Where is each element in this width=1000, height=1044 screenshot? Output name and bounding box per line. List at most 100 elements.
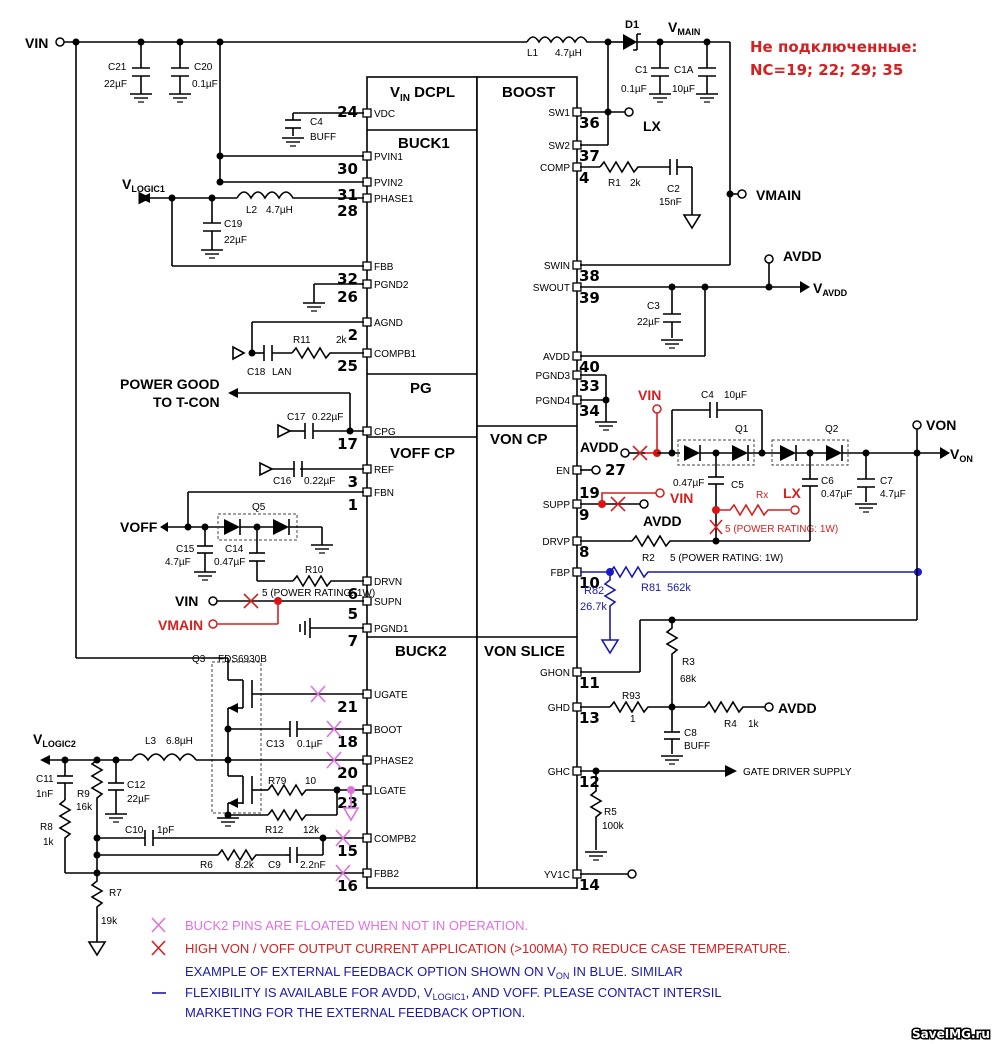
l1-value: 4.7µH (555, 48, 582, 59)
pin-number: 15 (337, 842, 358, 860)
pin-name: GHD (548, 703, 570, 714)
pin-name: PVIN2 (374, 178, 403, 189)
c20-ref: C20 (194, 62, 213, 73)
pin-name: COMPB1 (374, 349, 417, 360)
pin-name: FBB2 (374, 869, 399, 880)
pin-number: 19 (579, 484, 600, 502)
c14-value: 0.47µF (214, 557, 245, 568)
supp-avdd-terminal[interactable] (639, 499, 649, 509)
r11-ref: R11 (293, 335, 311, 346)
nc-note-line1: Не подключенные: (750, 38, 917, 56)
supn-vmain-terminal[interactable] (208, 619, 218, 629)
pin-number: 33 (579, 377, 600, 395)
pin-pad[interactable] (362, 576, 372, 586)
pin-pad[interactable] (362, 279, 372, 289)
vin-rail: VIN C21 22µF C20 0.1µF C4 (25, 35, 527, 659)
pin-pad[interactable] (362, 108, 372, 118)
pin-pad[interactable] (362, 868, 372, 878)
pin-pad[interactable] (362, 348, 372, 358)
avdd-terminal[interactable] (764, 254, 774, 264)
pin-name: SWIN (544, 261, 570, 272)
pin-pad[interactable] (362, 487, 372, 497)
c12-ref: C12 (127, 780, 146, 791)
pin-pad[interactable] (572, 465, 582, 475)
legend-red-text: HIGH VON / VOFF OUTPUT CURRENT APPLICATI… (185, 941, 790, 956)
pin-pad[interactable] (362, 623, 372, 633)
c17-ref: C17 (287, 412, 306, 423)
pin-pad[interactable] (362, 833, 372, 843)
pin-number: 18 (337, 733, 358, 751)
von-cp-avdd-label: AVDD (580, 439, 619, 455)
pin-pad[interactable] (362, 317, 372, 327)
supn-vin-label: VIN (175, 593, 198, 609)
pin-number: 23 (337, 794, 358, 812)
pin-pad[interactable] (362, 755, 372, 765)
von-label: VON (926, 417, 956, 433)
pin-pad[interactable] (362, 261, 372, 271)
c19-value: 22µF (224, 235, 247, 246)
c9-ref: C9 (268, 860, 281, 871)
buck1-output: VLOGIC1 L2 4.7µH C19 22µF R11 2k C18 LAN (122, 176, 364, 378)
pin-pad[interactable] (362, 464, 372, 474)
supn-vin-terminal[interactable] (208, 596, 218, 606)
pin-pad[interactable] (362, 785, 372, 795)
rx-lx-terminal[interactable] (790, 505, 800, 515)
pin-name: GHON (540, 668, 570, 679)
l3-value: 6.8µH (166, 736, 193, 747)
lx-label: LX (643, 118, 662, 134)
pin-pad[interactable] (362, 724, 372, 734)
c5-ref: C5 (731, 480, 744, 491)
c12-value: 22µF (127, 794, 150, 805)
en-terminal[interactable] (591, 465, 601, 475)
von-cp-avdd-terminal[interactable] (620, 448, 630, 458)
von-terminal[interactable] (912, 420, 922, 430)
r8-ref: R8 (40, 822, 53, 833)
pin-number: 5 (348, 605, 358, 623)
pin-number: 39 (579, 289, 600, 307)
pin-name: DRVN (374, 577, 402, 588)
c1-ref: C1 (635, 65, 648, 76)
c18-value: LAN (272, 367, 291, 378)
q2-ref: Q2 (825, 424, 839, 435)
r3-ref: R3 (682, 657, 695, 668)
pin-number: 20 (337, 764, 358, 782)
pin-pad[interactable] (362, 689, 372, 699)
block-boost: BOOST (502, 84, 555, 101)
r4-value: 1k (748, 719, 760, 730)
von-cp-vin-terminal[interactable] (652, 404, 662, 414)
vmain-terminal[interactable] (737, 189, 747, 199)
pin-pad[interactable] (362, 177, 372, 187)
pin-number: 14 (579, 876, 600, 894)
pin-pad[interactable] (362, 426, 372, 436)
c1-value: 0.1µF (621, 84, 647, 95)
vlogic2-label: VLOGIC2 (33, 731, 76, 749)
r9-value: 16k (76, 802, 93, 813)
ghd-avdd-terminal[interactable] (764, 702, 774, 712)
pin-name: VDC (374, 109, 395, 120)
power-good: POWER GOOD TO T-CON C17 0.22µF C16 0.22µ… (120, 376, 364, 487)
pin-number: 2 (348, 326, 358, 344)
r6-value: 8.2k (235, 860, 255, 871)
pin-pad[interactable] (362, 193, 372, 203)
pin-name: UGATE (374, 690, 408, 701)
pin-name: FBP (551, 568, 571, 579)
yv1c-terminal[interactable] (627, 869, 637, 879)
pin-number: 16 (337, 877, 358, 895)
ghd-avdd-label: AVDD (778, 700, 817, 716)
r79-ref: R79 (268, 776, 287, 787)
q1-ref: Q1 (735, 424, 749, 435)
supp-vin-terminal[interactable] (655, 488, 665, 498)
lx-terminal[interactable] (624, 107, 634, 117)
pin-name: SW2 (548, 141, 570, 152)
q3-ref: Q3 (192, 654, 206, 665)
legend: BUCK2 PINS ARE FLOATED WHEN NOT IN OPERA… (151, 917, 790, 1020)
vin-terminal[interactable] (55, 37, 65, 47)
c7-ref: C7 (880, 476, 893, 487)
vin-label: VIN (25, 35, 48, 51)
pin-pad[interactable] (362, 151, 372, 161)
pin-name: FBB (374, 262, 394, 273)
r93-value: 1 (630, 714, 636, 725)
